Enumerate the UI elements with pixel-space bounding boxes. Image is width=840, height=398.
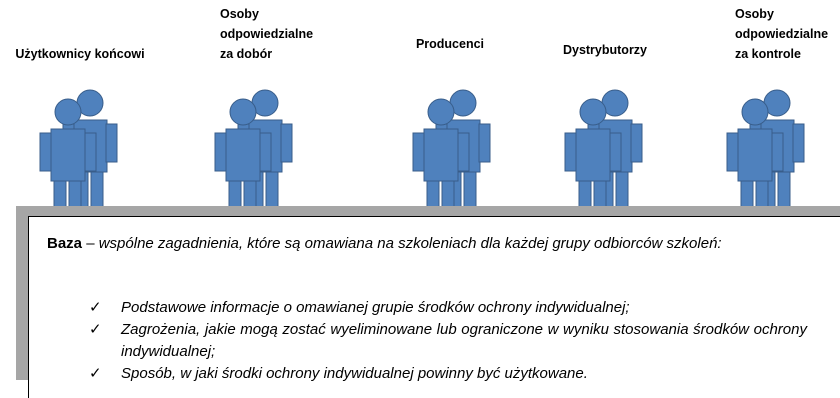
group-producers: Producenci (375, 0, 525, 216)
group-label: Producenci (415, 37, 485, 51)
list-item: ✓ Zagrożenia, jakie mogą zostać wyelimin… (89, 319, 807, 363)
group-label: Dystrybutorzy (562, 43, 648, 57)
people-icon (210, 88, 300, 216)
base-topic-list: ✓ Podstawowe informacje o omawianej grup… (89, 297, 807, 385)
checkmark-icon: ✓ (89, 321, 102, 338)
base-dash: – (82, 235, 99, 252)
list-item: ✓ Podstawowe informacje o omawianej grup… (89, 297, 807, 319)
people-icon (722, 88, 812, 216)
list-item-text: Sposób, w jaki środki ochrony indywidual… (121, 365, 588, 382)
base-term: Baza (47, 235, 83, 252)
group-end-users: Użytkownicy końcowi (5, 0, 155, 216)
base-paragraph: Baza – wspólne zagadnienia, które są oma… (47, 233, 807, 255)
people-icon (560, 88, 650, 216)
list-item: ✓ Sposób, w jaki środki ochrony indywidu… (89, 363, 807, 385)
group-distributors: Dystrybutorzy (530, 0, 680, 216)
group-selection-staff: Osoby odpowiedzialne za dobór (165, 0, 315, 216)
checkmark-icon: ✓ (89, 299, 102, 316)
group-label: Osoby odpowiedzialne za kontrole (735, 7, 829, 61)
group-label: Użytkownicy końcowi (15, 47, 145, 61)
group-inspection-staff: Osoby odpowiedzialne za kontrole (690, 0, 840, 216)
list-item-text: Podstawowe informacje o omawianej grupie… (121, 299, 630, 316)
people-icon (408, 88, 498, 216)
list-item-text: Zagrożenia, jakie mogą zostać wyeliminow… (121, 321, 807, 360)
people-icon (35, 88, 125, 216)
checkmark-icon: ✓ (89, 365, 102, 382)
group-label: Osoby odpowiedzialne za dobór (220, 7, 314, 61)
base-description: wspólne zagadnienia, które są omawiana n… (98, 235, 722, 252)
base-text-box: Baza – wspólne zagadnienia, które są oma… (28, 216, 840, 398)
